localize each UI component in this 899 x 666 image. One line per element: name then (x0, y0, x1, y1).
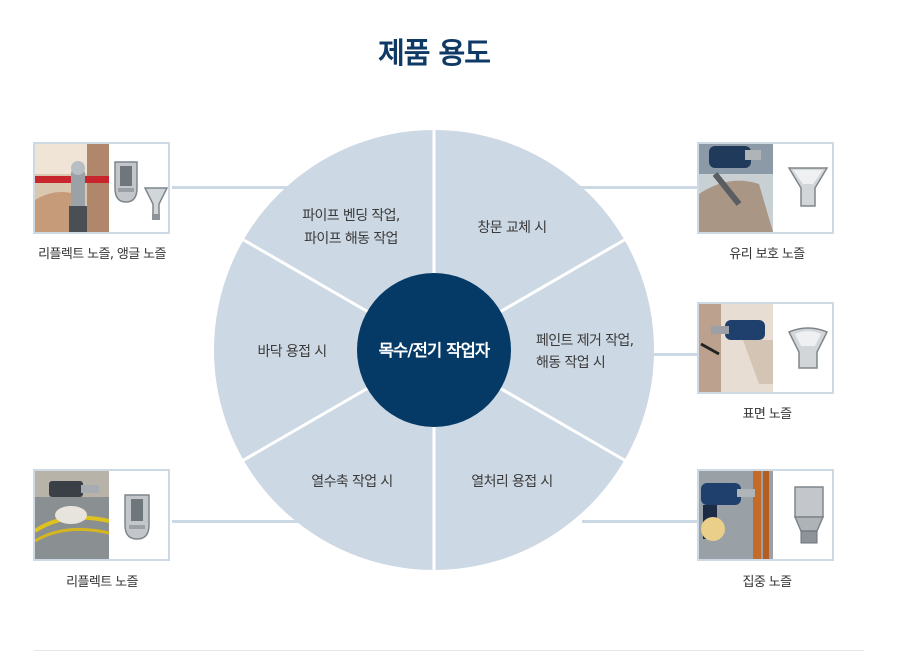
surface-nozzle-icon (787, 326, 829, 378)
page-title: 제품 용도 (378, 36, 491, 70)
connector-right-bottom (582, 520, 698, 523)
heat-welding-photo (699, 471, 773, 559)
product-card-left-top (33, 142, 170, 234)
segment-heat-shrink: 열수축 작업 시 (311, 474, 392, 490)
paint-removal-photo (699, 304, 773, 392)
glass-protection-nozzle-icon (787, 164, 829, 216)
reflector-nozzle-icon-2 (121, 491, 153, 547)
heat-shrink-photo (35, 471, 109, 559)
reflector-nozzle-icon (111, 158, 141, 210)
segment-paint-removal-line2: 해동 작업 시 (536, 355, 605, 371)
bottom-divider (34, 650, 864, 651)
segment-heat-weld: 열처리 용접 시 (471, 474, 552, 490)
segment-window-replace: 창문 교체 시 (477, 220, 546, 236)
connector-left-top (172, 186, 292, 189)
caption-left-bottom: 리플렉트 노즐 (66, 575, 138, 590)
caption-right-mid: 표면 노즐 (742, 407, 793, 422)
product-card-right-bottom (697, 469, 834, 561)
product-card-right-mid (697, 302, 834, 394)
connector-right-mid (624, 353, 698, 356)
product-card-right-top (697, 142, 834, 234)
connector-left-bottom (172, 520, 300, 523)
connector-right-top (580, 186, 698, 189)
segment-pipe-bending-line2: 파이프 해동 작업 (304, 231, 398, 247)
segment-pipe-bending-line1: 파이프 벤딩 작업, (302, 208, 400, 224)
caption-right-top: 유리 보호 노즐 (729, 247, 805, 262)
caption-left-top: 리플렉트 노즐, 앵글 노즐 (38, 247, 166, 262)
segment-floor-weld: 바닥 용접 시 (257, 344, 326, 360)
product-card-left-bottom (33, 469, 170, 561)
window-glass-photo (699, 144, 773, 232)
caption-right-bottom: 집중 노즐 (742, 575, 793, 590)
reducer-nozzle-icon (789, 485, 829, 551)
center-label: 목수/전기 작업자 (379, 341, 491, 360)
center-circle (357, 273, 511, 427)
pipe-bending-photo (35, 144, 109, 232)
segment-paint-removal-line1: 페인트 제거 작업, (536, 333, 634, 349)
angle-nozzle-icon (143, 184, 168, 228)
